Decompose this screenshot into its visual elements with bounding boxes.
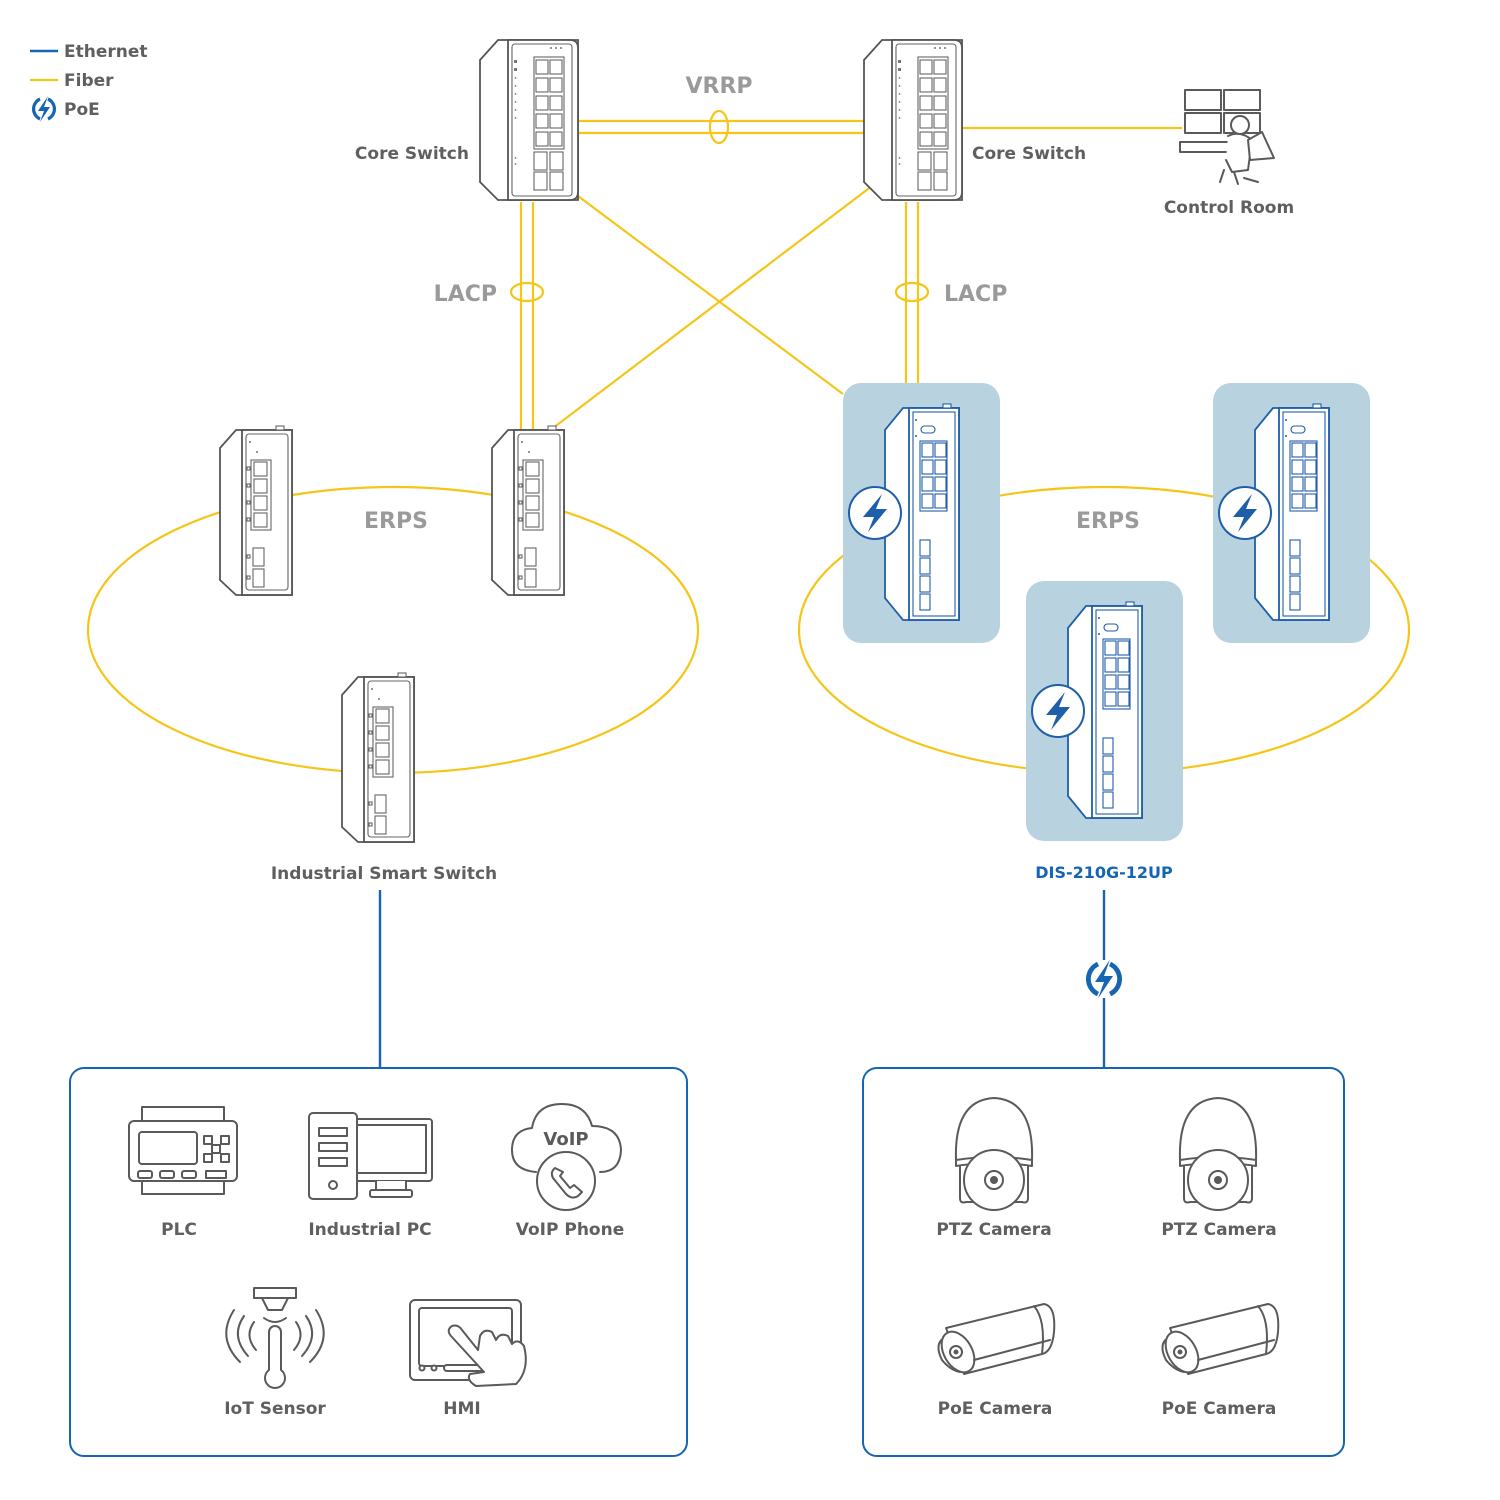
- vrrp-label: VRRP: [685, 74, 752, 99]
- lacp-right-ring: [894, 281, 930, 303]
- poe-bolt-icon: [1031, 684, 1085, 738]
- industrial-switch-2[interactable]: [491, 425, 565, 596]
- poe-icon: [31, 94, 57, 124]
- dis-switch-3[interactable]: [1026, 581, 1183, 841]
- left-device-group: [69, 1067, 688, 1457]
- ptz-camera-icon-2[interactable]: [1178, 1097, 1258, 1211]
- cross-link-left-core: [577, 195, 844, 395]
- control-room-icon[interactable]: [1179, 89, 1275, 185]
- industrial-pc-label: Industrial PC: [308, 1220, 431, 1240]
- legend-poe-label: PoE: [64, 100, 100, 120]
- core-switch-right-icon[interactable]: [863, 39, 963, 201]
- poe-camera-label-1: PoE Camera: [938, 1399, 1053, 1419]
- hmi-label: HMI: [443, 1399, 480, 1419]
- core-switch-left-label: Core Switch: [355, 144, 469, 164]
- poe-bolt-icon: [848, 486, 902, 540]
- ptz-camera-icon-1[interactable]: [954, 1097, 1034, 1211]
- industrial-pc-icon[interactable]: [308, 1112, 433, 1200]
- legend-ethernet-label: Ethernet: [64, 42, 148, 62]
- bullet-camera-icon-2[interactable]: [1157, 1303, 1280, 1380]
- ptz-camera-label-1: PTZ Camera: [936, 1220, 1051, 1240]
- erps-right-label: ERPS: [1076, 509, 1140, 534]
- hmi-icon[interactable]: [409, 1299, 527, 1387]
- lacp-left-label: LACP: [434, 282, 497, 307]
- bullet-camera-icon-1[interactable]: [933, 1303, 1056, 1380]
- core-switch-left-icon[interactable]: [479, 39, 579, 201]
- voip-phone-icon[interactable]: VoIP: [511, 1103, 622, 1211]
- ptz-camera-label-2: PTZ Camera: [1161, 1220, 1276, 1240]
- lacp-left-ring: [509, 281, 545, 303]
- industrial-smart-switch-label: Industrial Smart Switch: [271, 864, 497, 884]
- industrial-switch-1[interactable]: [219, 425, 293, 596]
- poe-bolt-icon: [1218, 486, 1272, 540]
- poe-camera-label-2: PoE Camera: [1162, 1399, 1277, 1419]
- voip-badge-text: VoIP: [543, 1129, 588, 1150]
- plc-label: PLC: [161, 1220, 197, 1240]
- industrial-switch-3[interactable]: [341, 672, 415, 843]
- poe-link-icon: [1088, 960, 1119, 999]
- dis-switch-1[interactable]: [843, 383, 1000, 643]
- voip-phone-label: VoIP Phone: [516, 1220, 624, 1240]
- dis-model-label: DIS-210G-12UP: [1035, 863, 1173, 882]
- core-switch-right-label: Core Switch: [972, 144, 1086, 164]
- legend-fiber-label: Fiber: [64, 71, 114, 91]
- erps-left-label: ERPS: [364, 509, 428, 534]
- right-device-group: [862, 1067, 1345, 1457]
- cross-link-right-core: [552, 185, 873, 429]
- dis-switch-2[interactable]: [1213, 383, 1370, 643]
- iot-sensor-label: IoT Sensor: [224, 1399, 326, 1419]
- control-room-label: Control Room: [1164, 198, 1294, 218]
- lacp-right-label: LACP: [944, 282, 1007, 307]
- vrrp-bundle-ring: [708, 109, 730, 145]
- iot-sensor-icon[interactable]: [225, 1287, 325, 1389]
- legend: Ethernet Fiber PoE: [30, 42, 148, 124]
- plc-icon[interactable]: [128, 1106, 238, 1195]
